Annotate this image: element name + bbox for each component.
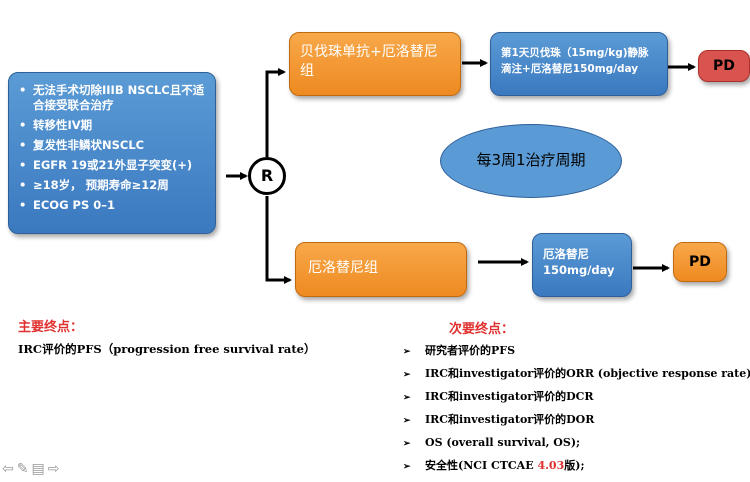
arm2-dose-box: 厄洛替尼150mg/day (532, 233, 632, 297)
primary-endpoint-text: IRC评价的PFS（progression free survival rate… (18, 342, 316, 356)
primary-endpoint-title: 主要终点： (18, 320, 84, 335)
arrow-to-arm2 (265, 196, 292, 284)
pencil-icon[interactable]: ✎ (16, 461, 32, 477)
slide-nav-controls: ⇦✎▤⇨ (2, 461, 62, 477)
criterion-item: ≥18岁， 预期寿命≥12周 (19, 178, 207, 193)
arm2-pd-box: PD (673, 242, 727, 282)
criterion-item: 无法手术切除IIIB NSCLC且不适合接受联合治疗 (19, 83, 207, 113)
bullet-arrow-icon: ➢ (403, 416, 411, 426)
menu-icon[interactable]: ▤ (31, 461, 48, 477)
bullet-arrow-icon: ➢ (403, 462, 411, 472)
list-item: ➢研究者评价的PFS (403, 344, 516, 357)
inclusion-criteria-box: 无法手术切除IIIB NSCLC且不适合接受联合治疗 转移性IV期 复发性非鳞状… (8, 72, 216, 234)
arrow-left-icon[interactable]: ⇦ (2, 461, 17, 477)
arm1-dose-box: 第1天贝伐珠（15mg/kg)静脉滴注+厄洛替尼150mg/day (490, 32, 668, 96)
randomization-node: R (248, 157, 286, 195)
bullet-arrow-icon: ➢ (403, 370, 411, 380)
criterion-item: 复发性非鳞状NSCLC (19, 138, 207, 153)
list-item: ➢IRC和investigator评价的ORR (objective respo… (403, 367, 750, 380)
arm1-pd-box: PD (698, 50, 750, 82)
arm2-box: 厄洛替尼组 (295, 242, 467, 297)
treatment-cycle-ellipse: 每3周1治疗周期 (440, 124, 622, 198)
arm1-box: 贝伐珠单抗+厄洛替尼组 (289, 32, 461, 96)
secondary-endpoint-title: 次要终点： (449, 322, 515, 337)
criterion-item: 转移性IV期 (19, 118, 207, 133)
list-item: ➢IRC和investigator评价的DCR (403, 390, 594, 403)
bullet-arrow-icon: ➢ (403, 393, 411, 403)
arrow-right-icon[interactable]: ⇨ (47, 461, 63, 477)
list-item: ➢OS (overall survival, OS); (403, 436, 581, 449)
list-item: ➢安全性(NCI CTCAE 4.03版); (403, 459, 585, 472)
list-item: ➢IRC和investigator评价的DOR (403, 413, 595, 426)
bullet-arrow-icon: ➢ (403, 439, 411, 449)
criterion-item: EGFR 19或21外显子突变(+) (19, 158, 207, 173)
arrow-to-arm1 (265, 68, 286, 157)
criterion-item: ECOG PS 0–1 (19, 198, 207, 213)
bullet-arrow-icon: ➢ (403, 347, 411, 357)
secondary-endpoint-list: ➢研究者评价的PFS ➢IRC和investigator评价的ORR (obje… (403, 344, 750, 482)
